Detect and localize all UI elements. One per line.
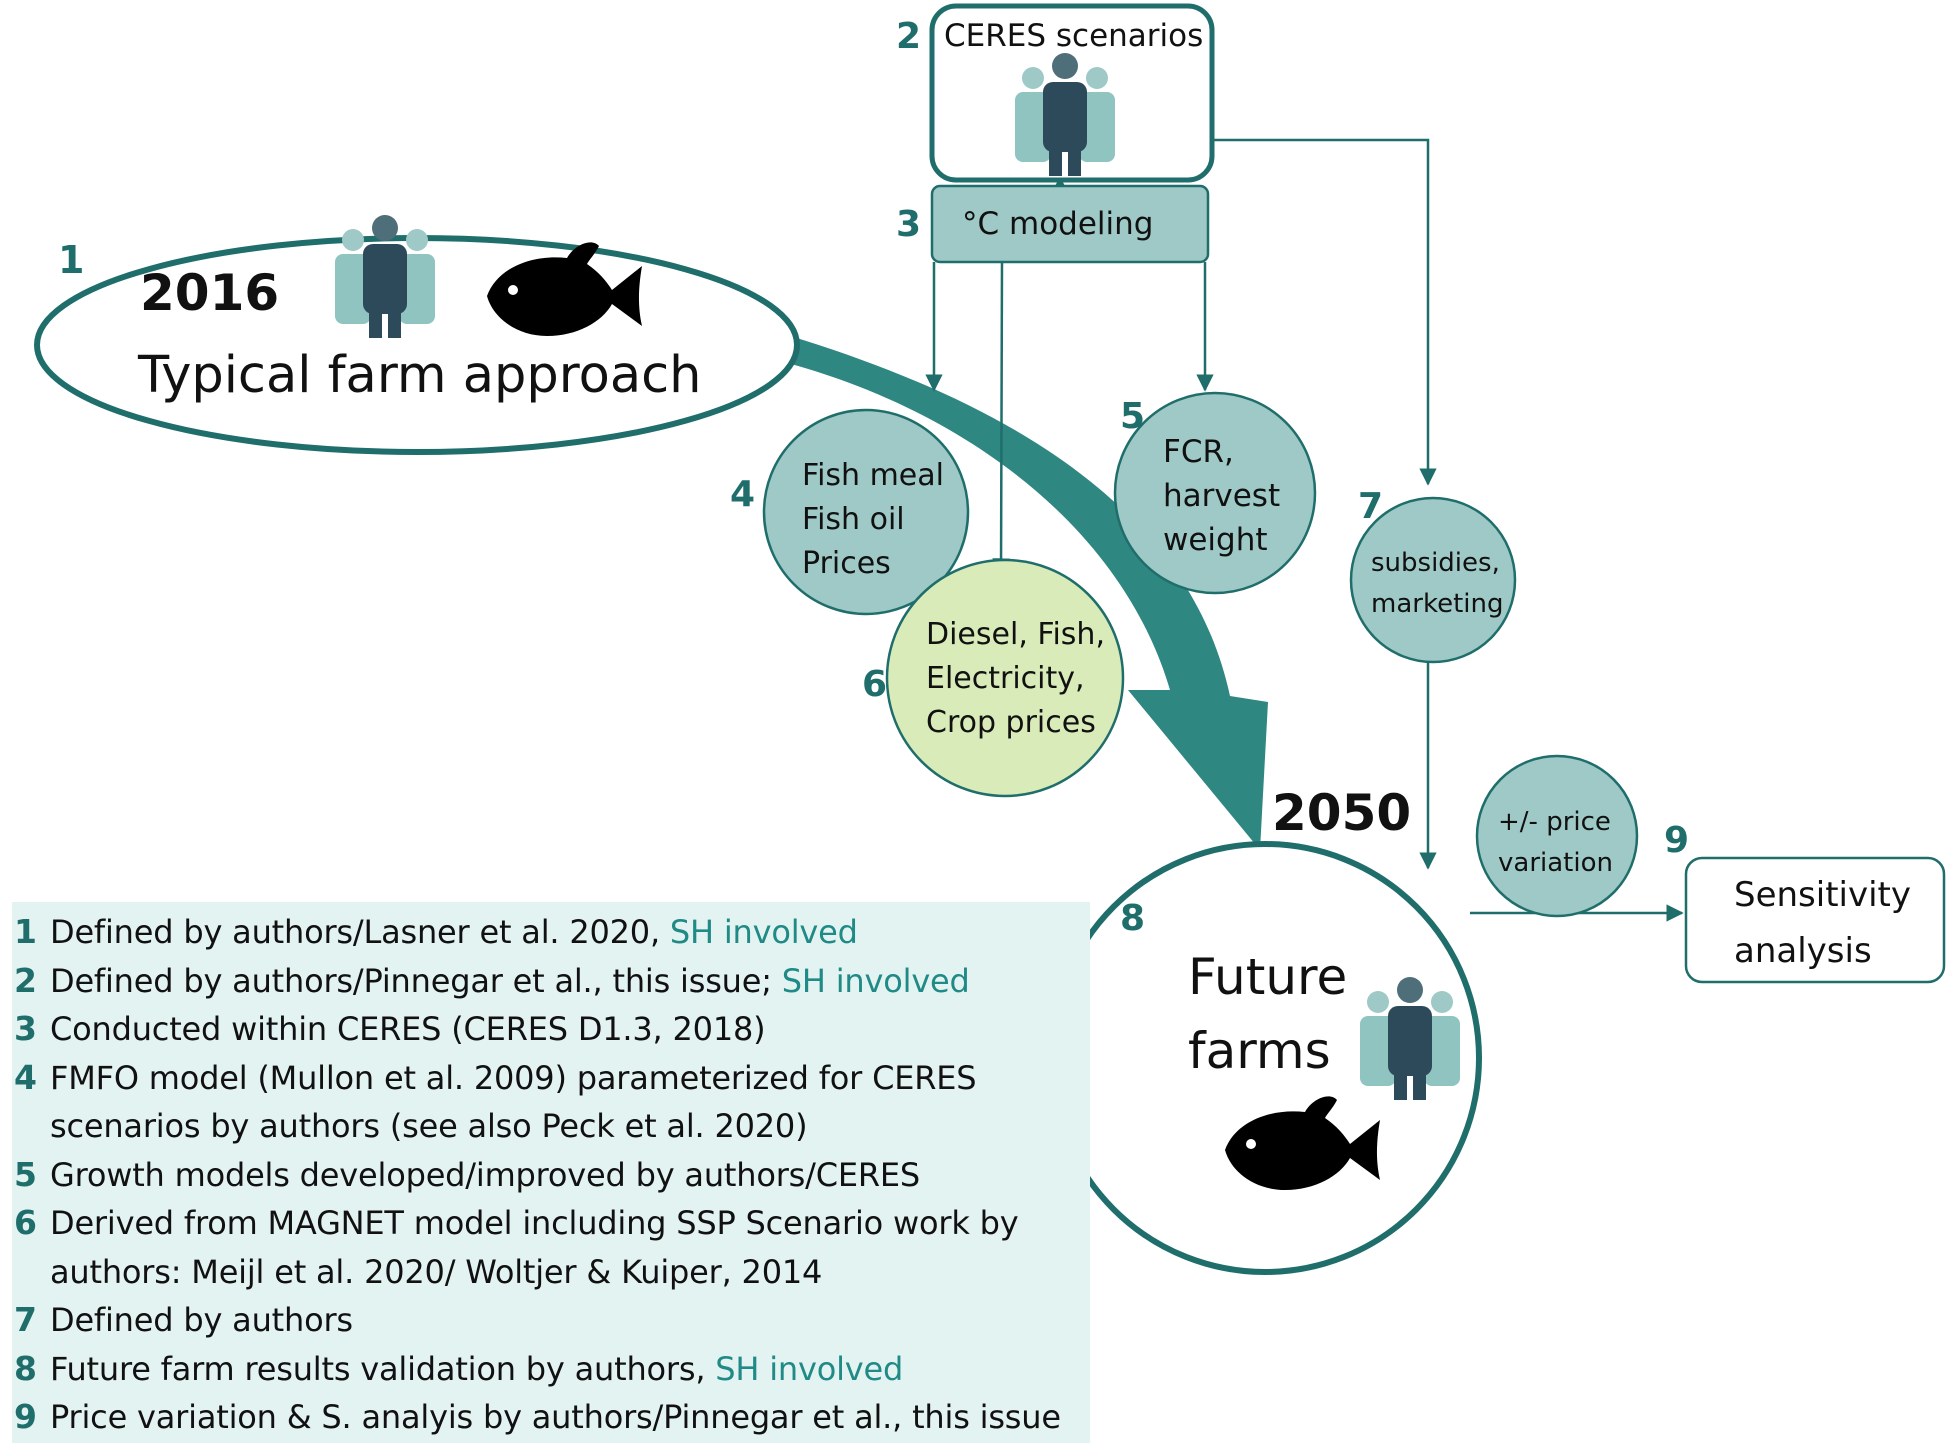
legend-number: 5 <box>14 1154 37 1194</box>
ceres-scenarios-label: CERES scenarios <box>944 18 1203 54</box>
step-number-4: 4 <box>730 474 755 515</box>
diesel-line-3: Crop prices <box>926 705 1096 740</box>
node-sensitivity-analysis: Sensitivity analysis <box>1684 856 1946 984</box>
legend-text: Conducted within CERES (CERES D1.3, 2018… <box>50 1010 766 1048</box>
legend-number: 2 <box>14 960 37 1000</box>
price-var-line-2: variation <box>1498 848 1613 878</box>
typical-farm-label: Typical farm approach <box>137 346 701 405</box>
year-2050-label: 2050 <box>1272 784 1411 842</box>
fishmeal-line-1: Fish meal <box>802 458 944 493</box>
legend-row: 4 FMFO model (Mullon et al. 2009) parame… <box>12 1054 1090 1151</box>
node-fishmeal-prices: Fish meal Fish oil Prices <box>762 408 970 616</box>
step-number-2: 2 <box>896 16 921 57</box>
legend-text: FMFO model (Mullon et al. 2009) paramete… <box>50 1058 977 1146</box>
step-number-3: 3 <box>896 204 921 245</box>
step-number-6: 6 <box>862 664 887 705</box>
step-number-8: 8 <box>1120 898 1145 939</box>
legend-row: 6 Derived from MAGNET model including SS… <box>12 1199 1090 1296</box>
fcr-line-1: FCR, <box>1163 434 1234 470</box>
legend-text: Defined by authors <box>50 1301 353 1339</box>
legend-row: 5 Growth models developed/improved by au… <box>12 1151 1090 1200</box>
legend-row: 3 Conducted within CERES (CERES D1.3, 20… <box>12 1005 1090 1054</box>
legend-text: Defined by authors/Pinnegar et al., this… <box>50 961 782 1000</box>
node-subsidies-marketing: subsidies, marketing <box>1349 496 1517 664</box>
legend-number: 4 <box>14 1057 37 1097</box>
sensitivity-line-2: analysis <box>1734 931 1872 971</box>
legend-text: Defined by authors/Lasner et al. 2020, <box>50 913 670 951</box>
legend-number: 7 <box>14 1300 37 1339</box>
subsidies-line-2: marketing <box>1371 589 1503 619</box>
legend-row: 7 Defined by authors <box>12 1296 1090 1345</box>
legend-row: 2 Defined by authors/Pinnegar et al., th… <box>12 957 1090 1006</box>
step-number-9: 9 <box>1664 820 1689 861</box>
legend-sh-involved: SH involved <box>669 913 858 951</box>
node-price-variation: +/- price variation <box>1475 754 1639 918</box>
sensitivity-line-1: Sensitivity <box>1734 875 1911 915</box>
degree-modeling-label: °C modeling <box>962 206 1153 242</box>
legend-text: Growth models developed/improved by auth… <box>50 1155 921 1194</box>
fcr-line-2: harvest <box>1163 478 1280 514</box>
future-line-2: farms <box>1188 1022 1331 1080</box>
node-ceres-scenarios: CERES scenarios <box>929 3 1215 183</box>
legend-row: 8 Future farm results validation by auth… <box>12 1345 1090 1394</box>
node-diesel-crop-prices: Diesel, Fish, Electricity, Crop prices <box>885 558 1125 798</box>
legend-number: 1 <box>14 912 37 951</box>
subsidies-line-1: subsidies, <box>1371 548 1500 578</box>
legend-text: Derived from MAGNET model including SSP … <box>50 1204 1019 1291</box>
legend-panel: 1 Defined by authors/Lasner et al. 2020,… <box>12 902 1090 1443</box>
legend-number: 9 <box>14 1397 37 1436</box>
legend-sh-involved: SH involved <box>715 1349 904 1388</box>
future-line-1: Future <box>1188 948 1347 1006</box>
node-fcr-harvest: FCR, harvest weight <box>1113 391 1317 595</box>
node-future-farms: Future farms <box>1048 841 1482 1275</box>
step-number-5: 5 <box>1120 396 1145 437</box>
legend-row: 9 Price variation & S. analyis by author… <box>12 1393 1090 1442</box>
legend-text: Price variation & S. analyis by authors/… <box>50 1398 1061 1436</box>
main-curved-arrow <box>760 330 1268 850</box>
year-2016-label: 2016 <box>140 264 279 322</box>
legend-number: 3 <box>14 1009 37 1048</box>
step-number-7: 7 <box>1358 486 1383 527</box>
node-typical-farm: 2016 Typical farm approach <box>34 215 800 455</box>
legend-text: Future farm results validation by author… <box>50 1349 716 1388</box>
diesel-line-1: Diesel, Fish, <box>926 617 1105 652</box>
price-var-line-1: +/- price <box>1498 807 1611 837</box>
fishmeal-line-3: Prices <box>802 546 891 581</box>
legend-row: 1 Defined by authors/Lasner et al. 2020,… <box>12 908 1090 957</box>
step-number-1: 1 <box>58 238 84 282</box>
legend-sh-involved: SH involved <box>781 961 970 1000</box>
fcr-line-3: weight <box>1163 522 1268 558</box>
legend-number: 8 <box>14 1348 37 1388</box>
diesel-line-2: Electricity, <box>926 661 1085 696</box>
fishmeal-line-2: Fish oil <box>802 502 905 537</box>
node-degree-modeling: °C modeling <box>930 184 1210 264</box>
legend-number: 6 <box>14 1203 37 1242</box>
